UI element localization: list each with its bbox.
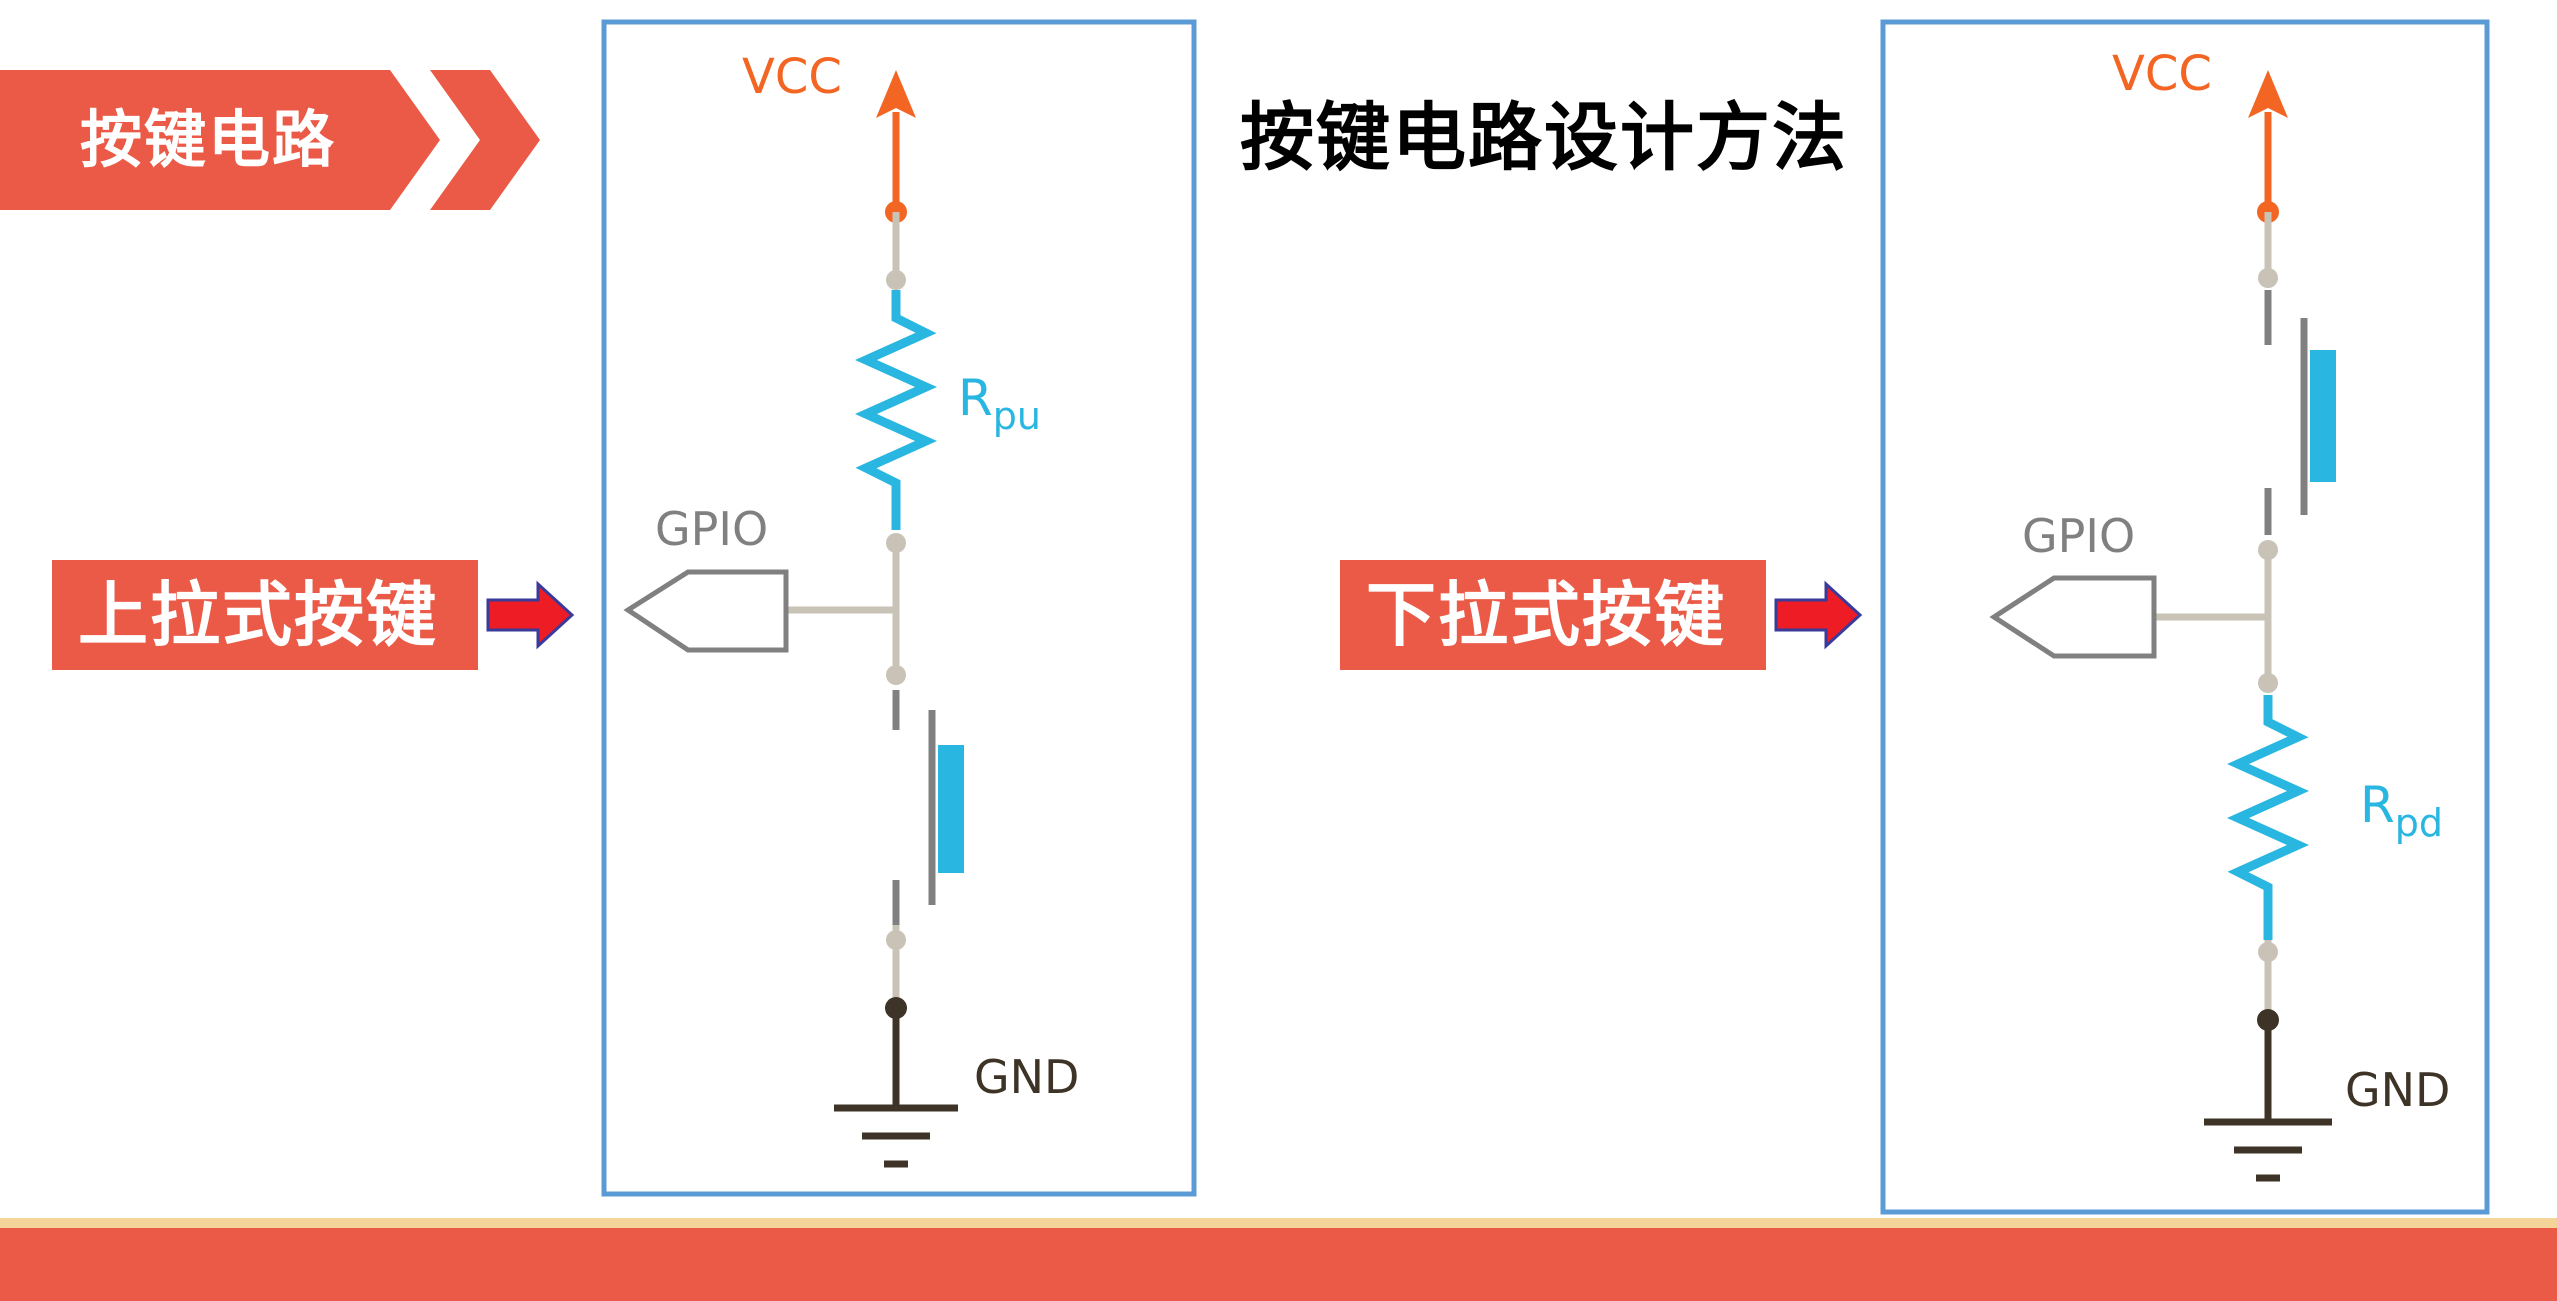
resistor-label-main: R [2360,776,2395,834]
gpio-connector-icon [623,569,789,653]
switch-button [2310,350,2336,482]
pulldown-panel [1880,19,2490,1215]
pullup-panel [601,19,1197,1197]
banner-chevron [430,70,540,210]
switch-button [938,745,964,873]
pulldown-arrow-icon [1774,580,1863,650]
wire-node [2258,268,2278,288]
pulldown-circuit: VCC GPIO Rpd GND [1880,19,2490,1215]
footer-accent-line [0,1218,2557,1228]
gnd-label: GND [974,1050,1079,1104]
gpio-label: GPIO [655,502,768,556]
footer-bar [0,1228,2557,1301]
gpio-label: GPIO [2022,509,2135,563]
wire-node [2258,942,2278,962]
pullup-resistor [855,290,937,530]
wire-node [886,665,906,685]
wire-node [886,270,906,290]
vcc-arrow-icon [2248,70,2288,118]
pulldown-tag: 下拉式按键 [1340,560,1766,670]
wire-node [2258,673,2278,693]
vcc-label: VCC [742,49,842,105]
resistor-label-sub: pd [2395,801,2443,845]
vcc-label: VCC [2112,46,2212,102]
wire-node [886,930,906,950]
vcc-arrow-icon [876,70,916,118]
resistor-label: Rpd [2360,776,2443,845]
banner-shape [0,70,440,210]
resistor-label-sub: pu [993,394,1041,438]
pulldown-resistor [2227,695,2309,940]
section-label: 按键电路 [80,103,337,176]
pullup-tag: 上拉式按键 [52,560,478,670]
resistor-label: Rpu [958,369,1041,438]
pullup-arrow-icon [486,580,575,650]
resistor-label-main: R [958,369,993,427]
gnd-label: GND [2345,1063,2450,1117]
pullup-circuit: VCC Rpu GPIO GND [601,19,1197,1197]
gpio-connector-icon [1989,575,2157,659]
section-banner [0,70,540,210]
page-title: 按键电路设计方法 [1240,95,1848,181]
